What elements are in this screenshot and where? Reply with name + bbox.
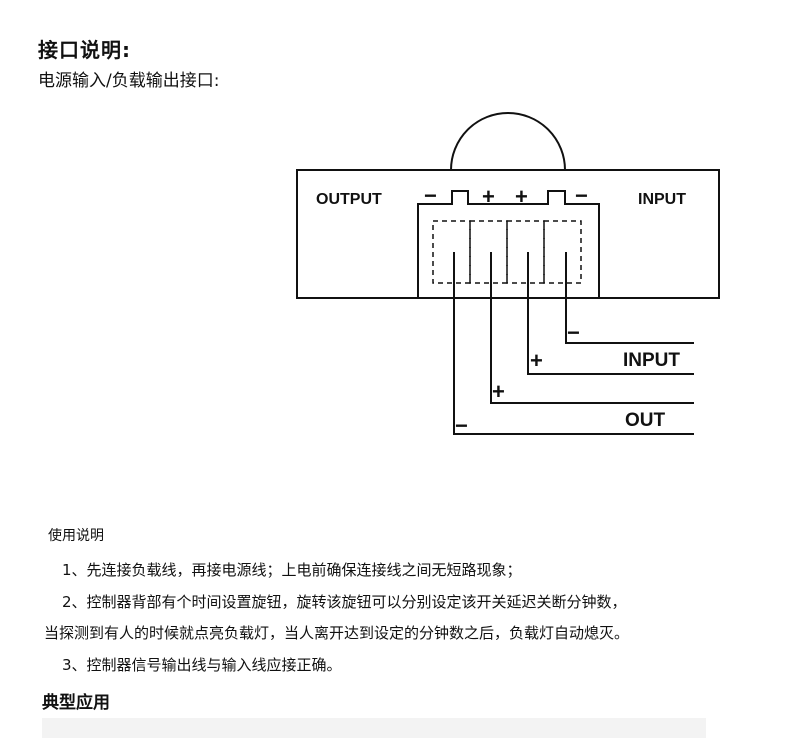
wiring-diagram: OUTPUT INPUT − + + − − + INPUT + − OUT (296, 112, 720, 438)
usage-line-4: 3、控制器信号输出线与输入线应接正确。 (62, 656, 342, 674)
section-title-typical-application: 典型应用 (42, 693, 110, 713)
input-tag: INPUT (623, 350, 680, 371)
dashed-terminals (432, 220, 582, 284)
out-tag: OUT (625, 410, 666, 431)
wire-minus-out-label: − (455, 413, 468, 438)
page-heading: 接口说明: (38, 38, 131, 62)
usage-title: 使用说明 (48, 528, 104, 544)
usage-line-2: 2、控制器背部有个时间设置旋钮，旋转该旋钮可以分别设定该开关延迟关断分钟数， (62, 593, 627, 611)
wires (453, 252, 694, 435)
terminal-block (417, 190, 600, 298)
top-minus-left: − (424, 183, 437, 208)
image-placeholder (42, 718, 706, 738)
input-label: INPUT (638, 191, 686, 208)
wire-plus-out-label: + (492, 379, 505, 404)
device-housing (296, 169, 720, 299)
page-subheading: 电源输入/负载输出接口: (38, 71, 220, 91)
top-plus-2: + (515, 184, 528, 209)
sensor-dome (450, 112, 566, 171)
wire-plus-input-label: + (530, 348, 543, 373)
output-label: OUTPUT (316, 191, 382, 208)
wire-minus-input-label: − (567, 320, 580, 345)
top-minus-right: − (575, 183, 588, 208)
usage-line-3: 当探测到有人的时候就点亮负载灯，当人离开达到设定的分钟数之后，负载灯自动熄灭。 (44, 624, 630, 642)
top-plus-1: + (482, 184, 495, 209)
usage-line-1: 1、先连接负载线，再接电源线；上电前确保连接线之间无短路现象； (62, 561, 522, 579)
